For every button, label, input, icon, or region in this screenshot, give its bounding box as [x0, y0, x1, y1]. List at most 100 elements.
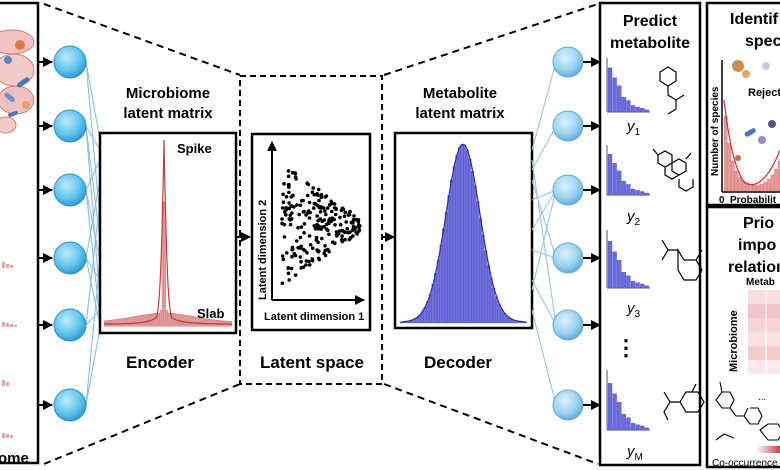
output-y2: y2	[626, 208, 641, 228]
spike-slab-bar	[181, 314, 184, 326]
latent-point	[286, 169, 291, 173]
spike-slab-bar	[193, 316, 196, 326]
mini-hist-bar	[640, 191, 645, 196]
latent-point	[343, 237, 347, 242]
latent-point	[323, 195, 328, 199]
outputs-ellipsis: ⋮	[615, 335, 637, 360]
latent-point	[289, 204, 293, 208]
latent-point	[293, 253, 298, 258]
mini-hist-bar	[612, 251, 617, 289]
latent-point	[324, 212, 328, 217]
gaussian-bars	[399, 144, 527, 324]
spike-slab-bar	[157, 312, 160, 326]
spike-curve	[103, 139, 233, 325]
identify-bar	[727, 142, 731, 192]
molecule-icon	[663, 383, 705, 421]
gaussian-bar	[492, 287, 496, 324]
mini-hist-bar	[635, 424, 640, 431]
spike-slab-bar	[191, 316, 194, 326]
molecule-icon	[659, 66, 685, 115]
spike-slab-bar	[119, 318, 122, 326]
encoder-node	[53, 241, 87, 275]
identify-bar	[756, 184, 760, 192]
latent-point	[297, 212, 302, 217]
latent-point	[300, 198, 304, 203]
latent-point	[298, 255, 303, 259]
latent-point	[308, 243, 313, 247]
latent-point	[280, 254, 285, 258]
spike-slab-bar	[195, 316, 198, 326]
encoder-connections	[85, 61, 101, 406]
prior-title-line3: relation	[728, 259, 780, 276]
gaussian-bar	[473, 185, 477, 324]
prior-heatmap	[748, 290, 780, 374]
spike-slab-bar	[141, 314, 144, 326]
spike-slab-bar	[139, 315, 142, 326]
latent-point	[296, 246, 300, 250]
identify-bar	[731, 160, 735, 192]
gaussian-bar	[460, 144, 464, 324]
latent-point	[317, 205, 322, 210]
latent-point	[318, 210, 323, 214]
gaussian-bar	[431, 284, 435, 324]
spike-slab-bar	[217, 320, 220, 326]
identify-bar	[749, 183, 753, 192]
spike-slab-bar	[145, 314, 148, 326]
spike-slab-bar	[103, 320, 106, 326]
mini-hist-bar	[617, 402, 622, 431]
mini-hist-bar	[635, 282, 640, 289]
latent-point	[327, 203, 332, 207]
identify-title-line2: spec	[745, 33, 780, 50]
latent-point	[331, 240, 335, 244]
gaussian-bar	[487, 264, 490, 324]
latent-point	[285, 251, 289, 255]
latent-point	[321, 206, 326, 210]
gaussian-curve	[401, 143, 526, 323]
mini-hist-bar	[626, 184, 631, 196]
decoder-title-line2: latent matrix	[415, 105, 505, 122]
gaussian-bar	[444, 211, 448, 324]
mini-hist-bar	[617, 260, 622, 289]
spike-slab-bar	[197, 317, 200, 326]
gaussian-bar	[463, 144, 467, 324]
latent-point	[299, 244, 304, 249]
mini-hist-bar	[607, 241, 613, 289]
latent-point	[325, 206, 330, 210]
molecule-icon	[715, 381, 780, 441]
spike-slab-bar	[205, 318, 208, 326]
spike-slab-bar	[201, 317, 204, 326]
latent-point	[288, 213, 293, 218]
latent-point	[354, 230, 358, 234]
molecule-icon	[661, 239, 703, 281]
latent-point	[330, 209, 334, 214]
latent-point	[339, 237, 344, 242]
latent-point	[288, 222, 293, 227]
latent-point	[332, 202, 337, 206]
latent-point	[295, 203, 299, 207]
gaussian-bar	[484, 250, 488, 324]
latent-point	[347, 211, 352, 215]
latent-point	[345, 226, 350, 231]
identify-bar	[723, 115, 728, 192]
mini-hist-bar	[635, 190, 640, 196]
mini-hist-bar	[626, 100, 631, 113]
latent-point	[352, 227, 357, 232]
gaussian-bar	[455, 154, 459, 324]
gaussian-bar	[465, 149, 469, 324]
latent-point	[312, 224, 317, 228]
gaussian-bar	[476, 201, 480, 324]
mini-hist-bar	[640, 425, 645, 431]
input-panel-frame	[0, 1, 40, 465]
spike-slab-bar	[147, 313, 150, 326]
input-arrows	[38, 57, 53, 410]
mini-hist-bar	[617, 170, 622, 196]
output-y3: y3	[626, 300, 641, 320]
spike-slab-bar	[159, 309, 162, 326]
spike-slab-bar	[223, 320, 226, 326]
latent-point	[317, 198, 321, 203]
latent-x-axis-label: Latent dimension 1	[264, 311, 364, 323]
latent-point	[333, 212, 338, 217]
latent-point	[323, 244, 327, 248]
latent-point	[282, 235, 287, 239]
output-yM: yM	[626, 443, 643, 463]
